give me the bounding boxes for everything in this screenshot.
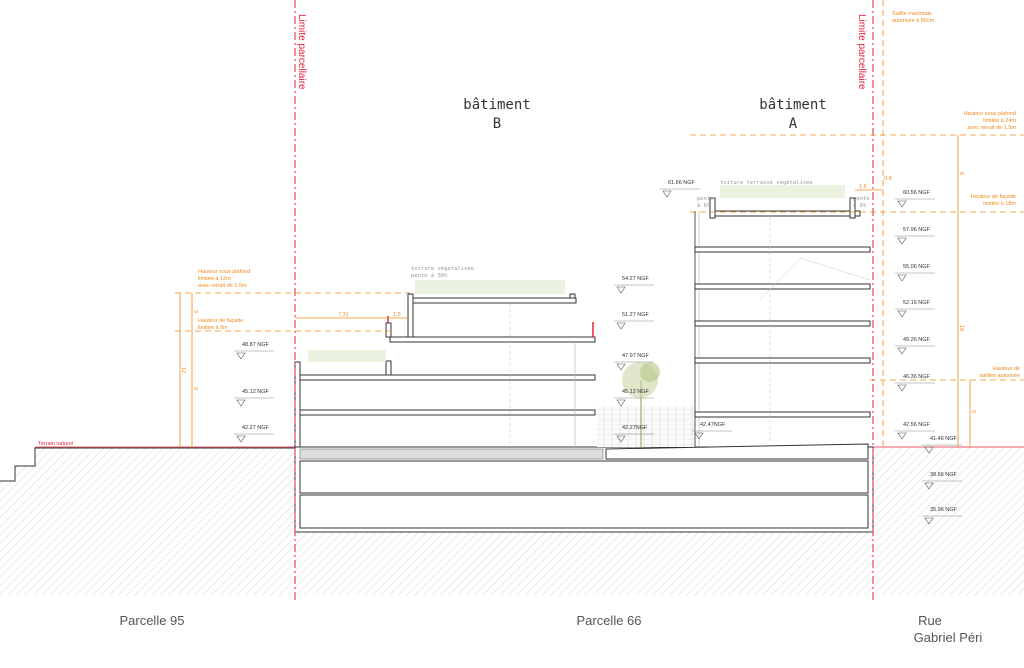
svg-text:1.5: 1.5 (393, 312, 401, 318)
level-label: 46.36 NGF (903, 374, 931, 380)
level-triangle-icon (236, 352, 246, 360)
regulation-texts: Saillie maximale autorisée à 80cm Hauteu… (198, 11, 1020, 379)
parcel-95-label: Parcelle 95 (119, 613, 184, 628)
level-triangle-icon (616, 286, 626, 294)
building-b-title: bâtiment (463, 97, 530, 113)
level-markers: 48.87 NGF 45.12 NGF 42.27 NGF 54.27 NGF 51.2… (234, 180, 962, 525)
building-a-letter: A (789, 116, 798, 132)
svg-text:saillies autorisée: saillies autorisée (979, 373, 1020, 379)
level-label: 45.12 NGF (622, 389, 650, 395)
svg-text:pente: pente (853, 196, 870, 202)
level-triangle-icon (897, 200, 907, 208)
green-roof-b-low (308, 350, 386, 362)
level-label: 60.56 NGF (903, 190, 931, 196)
level-label: 42.27 NGF (242, 425, 270, 431)
street-label-2: Gabriel Péri (914, 630, 983, 645)
svg-text:avec retrait de 1.5m: avec retrait de 1.5m (198, 283, 247, 289)
svg-text:3: 3 (192, 310, 198, 313)
level-triangle-icon (897, 237, 907, 245)
svg-text:pente à 38%: pente à 38% (411, 272, 448, 279)
level-label: 35.96 NGF (930, 507, 958, 513)
svg-text:à 6%: à 6% (853, 202, 867, 209)
level-label: 45.12 NGF (242, 389, 270, 395)
level-triangle-icon (616, 363, 626, 371)
svg-text:0.8: 0.8 (884, 176, 892, 182)
level-triangle-icon (616, 399, 626, 407)
level-label: 38.66 NGF (930, 472, 958, 478)
level-triangle-icon (897, 384, 907, 392)
svg-text:Saillie maximale: Saillie maximale (892, 11, 932, 17)
level-label: 54.27 NGF (622, 276, 650, 282)
svg-text:limitée à 18m: limitée à 18m (983, 201, 1016, 207)
green-roof-b-top (415, 280, 565, 294)
level-label: 55.06 NGF (903, 264, 931, 270)
courtyard-wall (597, 406, 695, 447)
level-label: 42.47NGF (700, 422, 726, 428)
tree (622, 362, 660, 447)
building-b (294, 280, 596, 448)
terrain-profile (0, 447, 295, 482)
level-triangle-icon (924, 517, 934, 525)
level-triangle-icon (616, 435, 626, 443)
level-triangle-icon (616, 322, 626, 330)
building-b-letter: B (493, 116, 501, 132)
building-a-title: bâtiment (759, 97, 826, 113)
building-a (694, 185, 871, 447)
limit-label-left: Limite parcellaire (296, 14, 307, 90)
limit-label-right: Limite parcellaire (856, 14, 867, 90)
level-triangle-icon (897, 347, 907, 355)
level-label: 51.27 NGF (622, 312, 650, 318)
svg-text:autorisée à 80cm: autorisée à 80cm (892, 18, 935, 24)
level-triangle-icon (897, 274, 907, 282)
svg-text:6: 6 (958, 172, 964, 175)
roof-notes: toiture végétalisée pente à 38% toiture … (411, 179, 870, 279)
level-label: 41.46 NGF (930, 436, 958, 442)
level-label: 49.26 NGF (903, 337, 931, 343)
level-label: 52.16 NGF (903, 300, 931, 306)
parcel-66-label: Parcelle 66 (576, 613, 641, 628)
level-triangle-icon (924, 482, 934, 490)
level-label: 42.27NGF (622, 425, 648, 431)
level-label: 47.97 NGF (622, 353, 650, 359)
svg-text:18: 18 (958, 325, 964, 331)
svg-text:toiture végétalisée: toiture végétalisée (411, 265, 474, 272)
svg-text:7.31: 7.31 (338, 312, 349, 318)
level-triangle-icon (236, 435, 246, 443)
svg-text:Hauteur de: Hauteur de (993, 366, 1020, 372)
level-triangle-icon (694, 432, 704, 440)
svg-text:Hauteur de façade: Hauteur de façade (971, 194, 1016, 200)
svg-text:12: 12 (180, 367, 186, 373)
level-triangle-icon (897, 432, 907, 440)
svg-text:Hauteur sous plafond: Hauteur sous plafond (964, 111, 1016, 117)
level-label: 42.56 NGF (903, 422, 931, 428)
basement (294, 443, 874, 533)
svg-text:Hauteur de façade: Hauteur de façade (198, 318, 243, 324)
level-label: 57.96 NGF (903, 227, 931, 233)
svg-text:limitée à 12m: limitée à 12m (198, 276, 231, 282)
terrain-label: Terrain naturel (38, 441, 73, 447)
level-triangle-icon (897, 310, 907, 318)
level-triangle-icon (236, 399, 246, 407)
svg-text:toiture terrasse végétalisée: toiture terrasse végétalisée (720, 179, 813, 186)
svg-text:à 6%: à 6% (697, 202, 711, 209)
level-triangle-icon (662, 190, 672, 198)
svg-text:limitée à 9m: limitée à 9m (198, 325, 228, 331)
svg-text:5: 5 (970, 410, 976, 413)
street-label-1: Rue (918, 613, 942, 628)
svg-text:limitée à 24m: limitée à 24m (983, 118, 1016, 124)
svg-text:9: 9 (192, 387, 198, 390)
svg-text:1.5: 1.5 (859, 184, 867, 190)
svg-text:pente: pente (697, 196, 714, 202)
level-label: 48.87 NGF (242, 342, 270, 348)
svg-text:Hauteur sous plafond: Hauteur sous plafond (198, 269, 250, 275)
level-label: 61.66 NGF (668, 180, 696, 186)
svg-text:avec retrait de 1.5m: avec retrait de 1.5m (967, 125, 1016, 131)
level-triangle-icon (924, 446, 934, 454)
dimension-texts: 7.31 1.5 1.5 0.8 12 3 9 6 18 5 (180, 172, 976, 413)
